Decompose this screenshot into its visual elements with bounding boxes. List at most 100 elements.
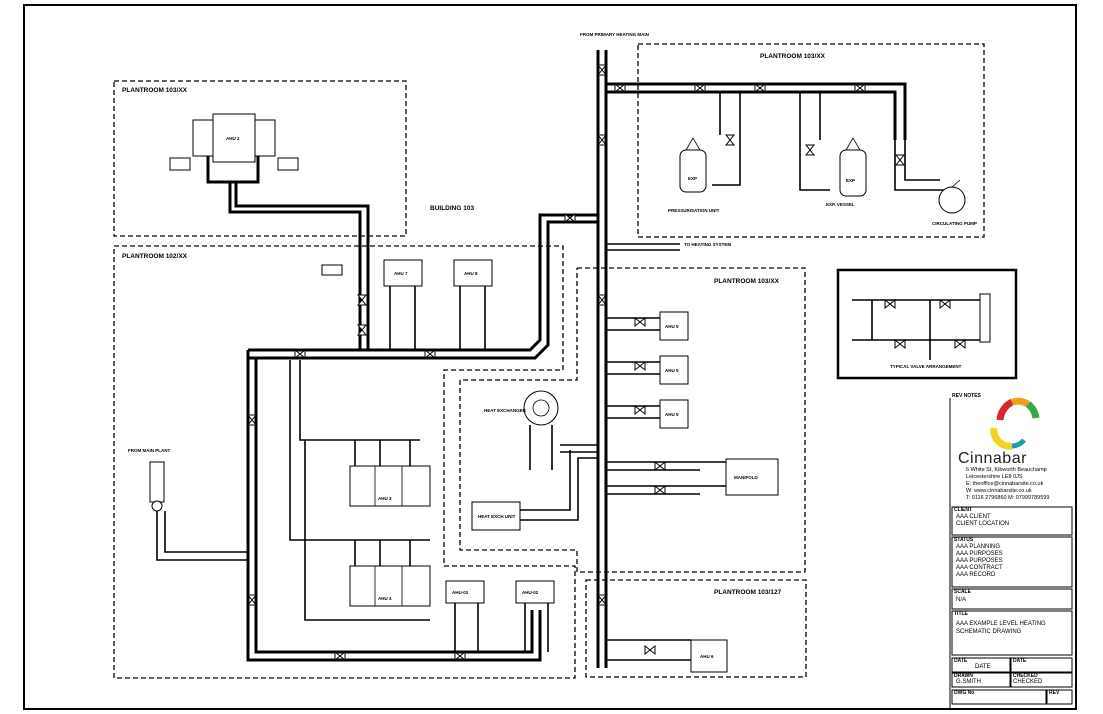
address-line: E: theoffice@cinnabarsite.co.uk [966, 481, 1044, 487]
valve-icon [614, 82, 626, 94]
tb-drawn-box [951, 672, 1011, 688]
valve-icon [424, 348, 436, 360]
valve-symbols [246, 64, 966, 662]
tb-status-box [951, 536, 1073, 588]
heater-c3: AHU 5 [659, 399, 689, 429]
rev-heading: REV [1049, 690, 1060, 696]
r5-pipes [606, 639, 691, 661]
dwg-heading: DWG No [954, 690, 975, 696]
valve-icon [954, 338, 966, 350]
damper-left [169, 157, 191, 171]
ahu-top: AHU 2 [192, 113, 276, 163]
vessel-branch-b [799, 92, 830, 191]
plantroom-boundary-r2 [113, 245, 576, 679]
heat-exchanger [523, 390, 559, 426]
plantroom-boundary-r5 [585, 579, 807, 678]
valve-icon [654, 484, 666, 496]
tb-date2-box [1010, 657, 1073, 673]
unit-box: HEAT EXCH UNIT [471, 501, 521, 531]
room-label-r5: PLANTROOM 103/127 [714, 589, 782, 596]
valve-icon [564, 212, 576, 224]
title-line-2: SCHEMATIC DRAWING [956, 629, 1022, 635]
pump-label: CIRCULATING PUMP [932, 221, 977, 226]
drawn-heading: DRAWN [954, 673, 973, 679]
room-label-r1: PLANTROOM 103/XX [122, 87, 188, 94]
vessel-b: EXP [839, 137, 867, 197]
svg-text:AHU 7: AHU 7 [394, 271, 408, 276]
tb-check-box [1010, 672, 1073, 688]
svg-text:AHU 3: AHU 3 [378, 496, 392, 501]
date2-heading: DATE [1013, 658, 1027, 664]
room-label-r4: PLANTROOM 103/XX [714, 278, 780, 285]
tb-client-box [951, 506, 1073, 536]
logo-text: Cinnabar [958, 450, 1027, 467]
valve-icon [884, 298, 896, 310]
fcu-b: AHU 8 [453, 259, 493, 287]
manifold: MANIFOLD [725, 458, 779, 496]
heater-a: AHU 3 [349, 465, 431, 507]
room-label-r2: PLANTROOM 102/XX [122, 253, 188, 260]
valve-box-r2 [321, 264, 343, 276]
detail-unit [979, 293, 991, 343]
title-line-1: AAA EXAMPLE LEVEL HEATING [956, 621, 1046, 627]
valve-icon [246, 594, 258, 606]
status-line-4: AAA CONTRACT [956, 565, 1003, 571]
vessel-a-label: PRESSURISATION UNIT [668, 208, 720, 213]
drawn-value: G.SMITH [956, 679, 981, 685]
side-branch [606, 243, 680, 251]
valve-icon [596, 594, 608, 606]
valve-icon [246, 414, 258, 426]
cinnabar-logo-icon [990, 397, 1040, 450]
svg-text:AHU 5: AHU 5 [665, 324, 679, 329]
check-value: CHECKED [1013, 679, 1043, 685]
pump-b: AHU-02 [515, 580, 555, 604]
pump-a: AHU-01 [445, 580, 485, 604]
address-block: 6 White St, Kibworth Beauchamp Leicester… [966, 467, 1049, 502]
status-heading: STATUS [954, 537, 974, 543]
plantroom-boundary-r3 [637, 43, 985, 238]
date-value: DATE [975, 664, 991, 670]
address-line: T: 0116 2796860 M: 07999789599 [966, 495, 1050, 501]
valve-icon [634, 404, 646, 416]
r4-branches [606, 317, 660, 419]
fcu-drops [389, 286, 486, 350]
pump-pipes [454, 603, 549, 652]
detail-inset [836, 268, 1018, 380]
valve-icon [644, 644, 656, 656]
client-heading: CLIENT [954, 507, 973, 513]
client-line-2: CLIENT LOCATION [956, 521, 1010, 527]
address-line: W: www.cinnabarsite.co.uk [966, 488, 1032, 494]
svg-text:AHU 8: AHU 8 [464, 271, 478, 276]
valve-icon [334, 650, 346, 662]
fcu-a: AHU 7 [383, 259, 423, 287]
heat-exchanger-label: HEAT EXCHANGER [484, 408, 527, 413]
pump-branch [894, 140, 950, 191]
svg-text:AHU 5: AHU 5 [665, 368, 679, 373]
left-feed-gauge [151, 500, 163, 512]
vessel-b-label: EXP. VESSEL [826, 202, 855, 207]
vessel-branch-a [712, 92, 741, 186]
building-label: BUILDING 103 [430, 205, 474, 212]
valve-icon [356, 324, 368, 336]
left-feed-label: FROM MAIN PLANT [128, 448, 170, 453]
manifold-pipes [606, 461, 726, 495]
valve-icon [294, 348, 306, 360]
svg-text:EXP: EXP [688, 176, 697, 181]
heater-c1: AHU 5 [659, 311, 689, 341]
heater-b: AHU 4 [349, 565, 431, 607]
room-label-r3: PLANTROOM 103/XX [760, 53, 826, 60]
tb-dwg-box [951, 689, 1047, 705]
valve-icon [894, 154, 906, 166]
plantroom-boundary-r4 [459, 267, 806, 573]
ahu-top-pipe [206, 156, 370, 350]
title-heading: TITLE [954, 611, 968, 617]
svg-text:AHU-01: AHU-01 [452, 590, 469, 595]
left-feed-pipe [156, 511, 248, 561]
svg-text:AHU 4: AHU 4 [378, 596, 392, 601]
valve-icon [634, 316, 646, 328]
valve-icon [634, 360, 646, 372]
valve-icon [939, 298, 951, 310]
detail-pipes [852, 299, 980, 360]
valve-icon [596, 134, 608, 146]
